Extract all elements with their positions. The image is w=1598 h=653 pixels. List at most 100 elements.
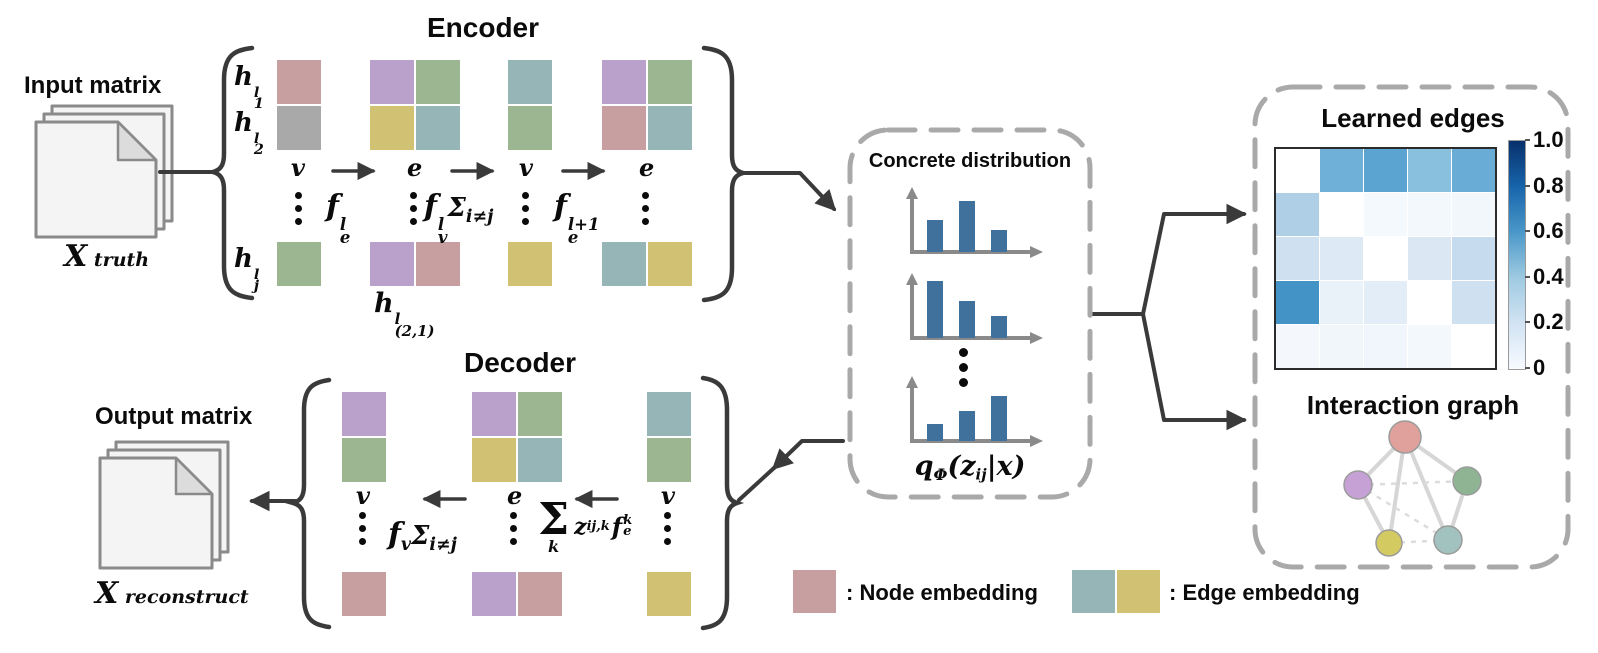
concrete-to-learned-edges-arrow	[1141, 203, 1248, 316]
embedding-square-green	[518, 392, 562, 436]
concrete-distribution-box	[847, 127, 1093, 500]
heatmap-cell	[1408, 149, 1451, 192]
dist-bar	[959, 201, 975, 252]
concrete-distribution-chart-bottom	[906, 376, 1043, 447]
decoder-title: Decoder	[463, 347, 577, 378]
heatmap-cell	[1276, 149, 1319, 192]
output-matrix-title: Output matrix	[95, 403, 253, 430]
colorbar-tick-mark	[1525, 184, 1530, 187]
heatmap-cell	[1364, 325, 1407, 368]
concrete-to-interaction-graph-arrow	[1141, 312, 1248, 431]
colorbar-tick-mark	[1525, 139, 1530, 141]
embedding-square-purple	[472, 392, 516, 436]
decoder-right-brace	[700, 375, 745, 631]
dist-bar	[959, 411, 975, 441]
concrete-to-decoder-arrow-tail	[737, 466, 776, 502]
legend-edge-embedding-label: : Edge embedding	[1169, 580, 1360, 605]
heatmap-cell	[1320, 237, 1363, 280]
encoder-v2-label: v	[519, 153, 533, 182]
results-box	[1252, 84, 1571, 570]
vertical-ellipsis-dots	[664, 512, 671, 545]
input-matrix-pages-icon	[34, 104, 174, 239]
vertical-ellipsis-dots	[359, 512, 366, 545]
encoder-right-brace	[701, 45, 752, 303]
embedding-square-pink	[518, 572, 562, 616]
encoder-e1-label: e	[407, 153, 423, 182]
heatmap-cell	[1452, 149, 1495, 192]
colorbar-tick-mark	[1525, 275, 1530, 278]
embedding-square-pink	[342, 572, 386, 616]
decoder-e1-label: e	[507, 481, 523, 510]
embedding-square-green	[647, 438, 691, 482]
embedding-square-gray	[277, 106, 321, 150]
colorbar-tick-label: 0.4	[1533, 263, 1564, 289]
heatmap-cell	[1452, 193, 1495, 236]
heatmap-cell	[1364, 281, 1407, 324]
dist-bar	[991, 396, 1007, 441]
embedding-square-teal	[416, 106, 460, 150]
heatmap-cell	[1276, 325, 1319, 368]
graph-node-bottom-left	[1375, 529, 1403, 557]
embedding-square-green	[277, 242, 321, 286]
colorbar-tick-label: 0	[1533, 355, 1546, 380]
dist-bar	[927, 424, 943, 441]
embedding-square-green	[648, 60, 692, 104]
heatmap-cell	[1276, 281, 1319, 324]
embedding-square-pink	[416, 242, 460, 286]
embedding-square-yellow	[647, 572, 691, 616]
concrete-distribution-chart-middle	[906, 273, 1043, 344]
heatmap-cell	[1320, 193, 1363, 236]
heatmap-cell	[1452, 281, 1495, 324]
embedding-square-yellow	[370, 106, 414, 150]
embedding-square-pink	[602, 106, 646, 150]
vertical-ellipsis-dots	[510, 512, 517, 545]
embedding-square-yellow	[472, 438, 516, 482]
colorbar-tick-mark	[1525, 230, 1530, 233]
x-reconstruct-label: X reconstruct	[95, 576, 249, 611]
concrete-to-decoder-arrow	[771, 439, 845, 471]
encoder-v1-label: v	[291, 153, 305, 182]
heatmap-cell	[1452, 325, 1495, 368]
vertical-ellipsis-dots	[295, 192, 302, 225]
graph-edge-dashed	[1357, 479, 1468, 487]
embedding-square-green	[342, 438, 386, 482]
colorbar-tick-mark	[1525, 367, 1530, 369]
vertical-ellipsis-dots	[410, 192, 417, 225]
interaction-graph-title: Interaction graph	[1306, 390, 1520, 420]
embedding-square-purple	[370, 60, 414, 104]
embedding-square-purple	[602, 60, 646, 104]
learned-edges-title: Learned edges	[1321, 103, 1505, 133]
page-fold-corner	[116, 120, 158, 162]
heatmap-cell	[1320, 325, 1363, 368]
embedding-square-purple	[342, 392, 386, 436]
graph-node-bottom-right	[1433, 525, 1463, 555]
graph-edge-solid	[1387, 436, 1407, 544]
graph-node-top	[1388, 420, 1422, 454]
heatmap-cell	[1364, 237, 1407, 280]
heatmap-cell	[1364, 149, 1407, 192]
concrete-distribution-chart-top	[906, 187, 1043, 258]
heatmap-cell	[1408, 237, 1451, 280]
embedding-square-teal	[647, 392, 691, 436]
heatmap-cell	[1408, 325, 1451, 368]
colorbar-tick-mark	[1525, 321, 1530, 324]
concrete-distribution-title: Concrete distribution	[868, 150, 1072, 172]
heatmap-cell	[1320, 281, 1363, 324]
embedding-square-purple	[370, 242, 414, 286]
graph-node-right	[1452, 466, 1482, 496]
embedding-square-green	[508, 106, 552, 150]
colorbar-tick-label: 0.8	[1533, 172, 1564, 198]
input-matrix-title: Input matrix	[24, 72, 162, 99]
embedding-square-teal	[508, 60, 552, 104]
vertical-ellipsis-dots	[959, 348, 968, 387]
embedding-square-teal	[518, 438, 562, 482]
embedding-square-yellow	[648, 242, 692, 286]
legend-edge-embedding-swatch-teal	[1072, 570, 1115, 613]
dist-bar	[927, 220, 943, 252]
heatmap-cell	[1408, 281, 1451, 324]
